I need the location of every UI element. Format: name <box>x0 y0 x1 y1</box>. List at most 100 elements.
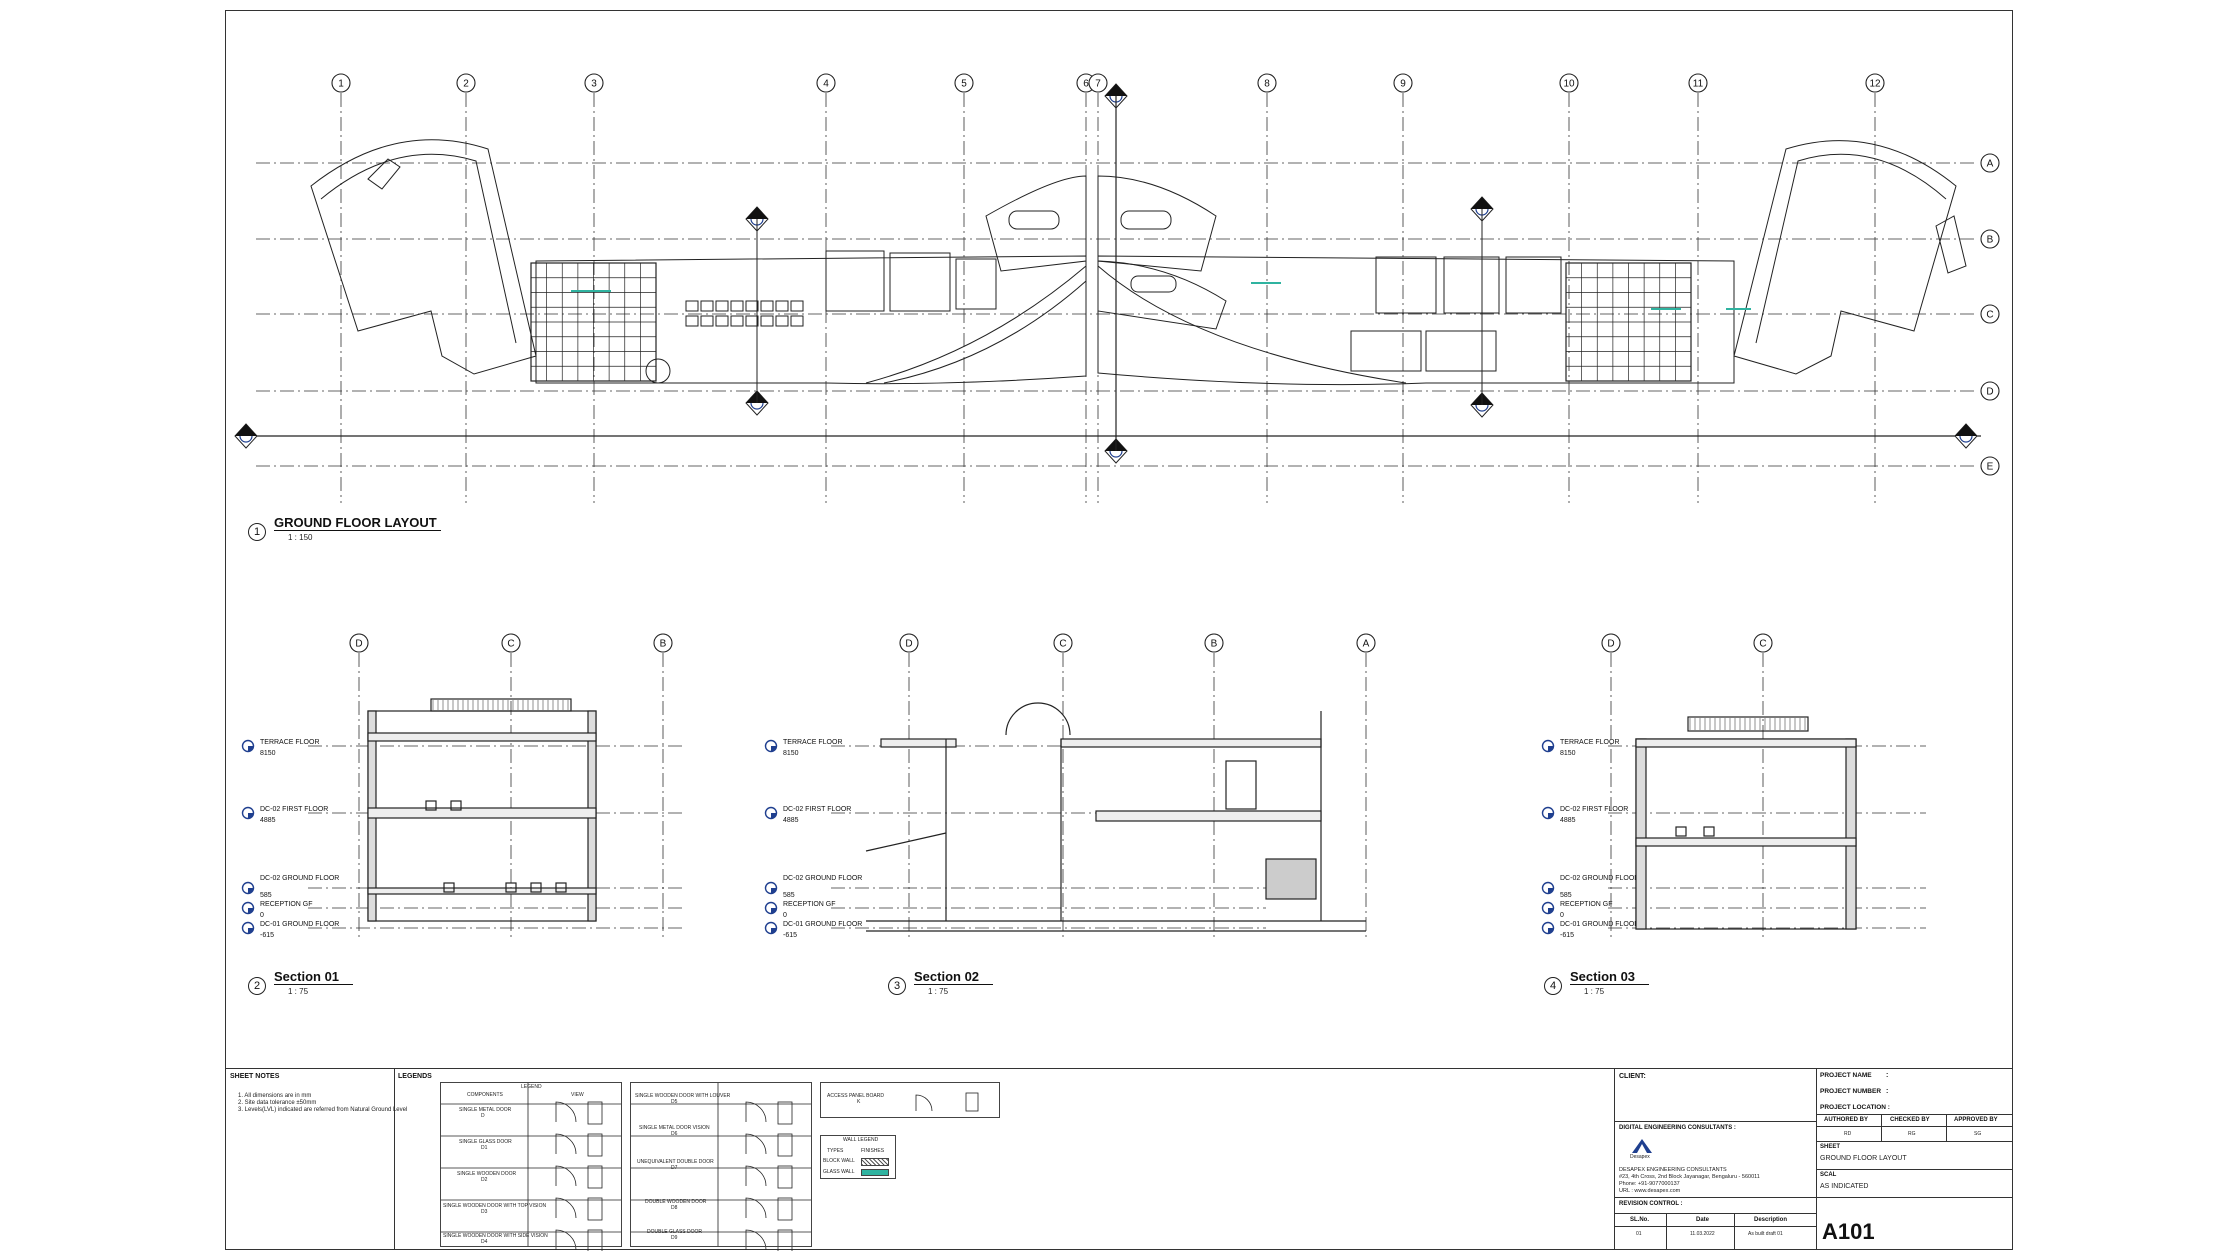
tb-v-a <box>1881 1114 1882 1141</box>
sec2-grid-bubble-A <box>1356 633 1376 653</box>
sec3-level-name-ground: DC-02 GROUND FLOOR <box>1560 875 1639 882</box>
consultant-phone: Phone: +91-9077000137 <box>1619 1181 1680 1187</box>
legend-left-door-elev-5 <box>587 1229 603 1251</box>
legend-door-right-3: UNEQUIVALENT DOUBLE DOOR <box>637 1159 714 1165</box>
view-number-section-02: 3 <box>888 977 906 995</box>
rev-col-date: Date <box>1696 1217 1710 1223</box>
legend-left-door-elev-1 <box>587 1101 603 1125</box>
sec1-slab-terrace <box>367 732 597 742</box>
sec2-grid-bubble-C <box>1053 633 1073 653</box>
legend-left-door-arc-4 <box>555 1197 577 1219</box>
sec2-level-name-reception: RECEPTION GF <box>783 901 836 908</box>
grid-bubble-row-A-label: A <box>1987 159 1994 170</box>
sec3-level-name-terrace: TERRACE FLOOR <box>1560 739 1620 746</box>
wall-legend-block: BLOCK WALL <box>823 1158 855 1164</box>
workstation-3 <box>715 300 729 312</box>
tb-h-line-5 <box>1816 1114 2012 1115</box>
legend-right-door-arc-2 <box>745 1133 767 1155</box>
grid-bubble-col-11 <box>1688 73 1708 93</box>
legend-access-panel: ACCESS PANEL BOARD K <box>820 1082 1000 1118</box>
bottom-strip <box>226 1068 2012 1069</box>
sec3-level-marker-fill-first <box>1548 813 1554 819</box>
legend-right-door-elev-3 <box>777 1165 793 1189</box>
project-name-label: PROJECT NAME <box>1820 1072 1872 1079</box>
grid-bubble-col-5 <box>954 73 974 93</box>
rev-col-desc: Description <box>1754 1217 1788 1223</box>
sec2-first-slab <box>1095 810 1322 822</box>
wall-legend-col-types: TYPES <box>827 1148 844 1154</box>
legend-table-left: LEGEND COMPONENTS VIEW SINGLE METAL DOOR… <box>440 1082 622 1247</box>
sec3-wall-right <box>1845 738 1857 930</box>
grid-bubble-col-8-label: 8 <box>1264 79 1270 90</box>
sec1-chair-1 <box>425 800 437 811</box>
consultant-logo-text: Desapex <box>1630 1154 1650 1160</box>
left-wing-outline <box>310 139 537 375</box>
legend-right-door-arc-1 <box>745 1101 767 1123</box>
block-wall-swatch <box>861 1158 889 1166</box>
grid-bubble-col-1-label: 1 <box>338 79 344 90</box>
legend-left-door-arc-3 <box>555 1165 577 1187</box>
section-marker-6-fill <box>1471 197 1493 209</box>
right-atrium-tiles <box>1565 262 1692 382</box>
sec1-level-value-ground: 585 <box>260 892 272 899</box>
plan-room-4 <box>1375 256 1437 314</box>
grid-bubble-col-11-label: 11 <box>1693 79 1704 90</box>
tb-h-line-1 <box>1614 1121 1816 1122</box>
sec1-chair-5 <box>530 882 542 893</box>
legend-door-left-2: SINGLE GLASS DOOR <box>459 1139 512 1145</box>
sec2-level-value-ground: 585 <box>783 892 795 899</box>
workstation-b3 <box>715 315 729 327</box>
grid-bubble-col-7 <box>1088 73 1108 93</box>
corridor-curve-1 <box>865 265 1087 384</box>
sec3-level-marker-fill-ground <box>1548 888 1554 894</box>
authored-label: AUTHORED BY <box>1824 1117 1869 1123</box>
sec2-level-name-terrace: TERRACE FLOOR <box>783 739 843 746</box>
sec2-level-marker-fill-reception <box>771 908 777 914</box>
sec3-level-value-dc01: -615 <box>1560 932 1574 939</box>
grid-bubble-col-6-label: 6 <box>1083 79 1089 90</box>
grid-bubble-col-5-label: 5 <box>961 79 967 90</box>
plan-room-6 <box>1505 256 1562 314</box>
section-marker-8-fill <box>1955 424 1977 436</box>
sec3-level-value-ground: 585 <box>1560 892 1572 899</box>
plan-room-3 <box>955 258 997 310</box>
left-wing-stair <box>367 158 401 190</box>
legends-heading: LEGENDS <box>398 1073 432 1080</box>
sheet-notes-heading: SHEET NOTES <box>230 1073 280 1080</box>
conf-table-1 <box>1008 210 1060 230</box>
project-location-label: PROJECT LOCATION : <box>1820 1104 1890 1111</box>
left-wing-inner <box>320 153 517 344</box>
main-strip-right <box>1097 255 1735 386</box>
checked-label: CHECKED BY <box>1890 1117 1930 1123</box>
sec2-grid-bubble-D <box>899 633 919 653</box>
legend-right-door-arc-3 <box>745 1165 767 1187</box>
grid-bubble-col-9-label: 9 <box>1400 79 1406 90</box>
legend-door-left-5-code: D4 <box>481 1239 488 1245</box>
conference-room-2 <box>1097 175 1217 272</box>
sec1-level-marker-fill-reception <box>248 908 254 914</box>
glass-wall-swatch <box>861 1169 889 1176</box>
sec3-wall-left <box>1635 738 1647 930</box>
grid-bubble-row-B-label: B <box>1987 235 1994 246</box>
legend-door-right-3-code: D7 <box>671 1165 678 1171</box>
sec1-chair-2 <box>450 800 462 811</box>
tb-h-line-8 <box>1816 1169 2012 1170</box>
grid-bubble-row-E <box>1980 456 2000 476</box>
sec2-shutter <box>1265 858 1317 900</box>
legend-col-components: COMPONENTS <box>467 1092 503 1098</box>
sec2-grid-bubble-D-label: D <box>905 639 912 650</box>
legend-door-left-4: SINGLE WOODEN DOOR WITH TOP VISION <box>443 1203 547 1209</box>
grid-bubble-col-7-label: 7 <box>1095 79 1101 90</box>
legend-door-right-5-code: D9 <box>671 1235 678 1241</box>
sec2-terrace-slab-right <box>1060 738 1322 748</box>
sec1-level-name-reception: RECEPTION GF <box>260 901 313 908</box>
legend-left-door-elev-4 <box>587 1197 603 1221</box>
legend-door-right-2: SINGLE METAL DOOR VISION <box>639 1125 710 1131</box>
sec1-chair-4 <box>505 882 517 893</box>
legend-door-left-3-code: D2 <box>481 1177 488 1183</box>
tb-h-line-6 <box>1816 1126 2012 1127</box>
legend-table-right: SINGLE WOODEN DOOR WITH LOUVER D5 SINGLE… <box>630 1082 812 1247</box>
consultant-address: #23, 4th Cross, 2nd Block Jayanagar, Ben… <box>1619 1174 1760 1180</box>
sec1-level-marker-fill-first <box>248 813 254 819</box>
